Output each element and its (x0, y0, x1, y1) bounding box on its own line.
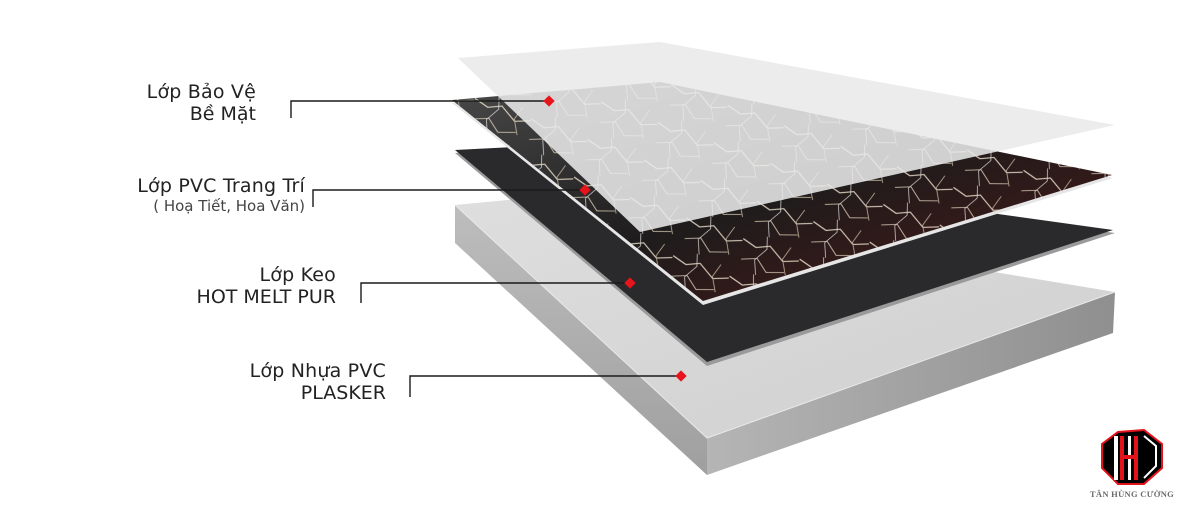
leader-line-glue (360, 282, 630, 303)
label-glue-line2: HOT MELT PUR (196, 285, 336, 308)
leader-line-protective (290, 100, 549, 118)
label-glue: Lớp Keo HOT MELT PUR (196, 264, 336, 309)
marker-glue (624, 277, 636, 289)
marker-base (675, 370, 687, 382)
protective-layer (458, 42, 1115, 232)
label-base: Lớp Nhựa PVC PLASKER (249, 360, 386, 405)
label-protective: Lớp Bảo Vệ Bề Mặt (146, 81, 256, 126)
leader-line-decor (312, 189, 585, 207)
label-decor-line2: ( Hoạ Tiết, Hoa Văn) (153, 196, 305, 215)
label-protective-line1: Lớp Bảo Vệ (146, 81, 256, 103)
label-base-line2: PLASKER (300, 381, 386, 404)
brand-logo: TÂN HÙNG CƯỜNG (1086, 426, 1178, 506)
leader-lines (290, 100, 681, 397)
label-base-line1: Lớp Nhựa PVC (249, 360, 386, 382)
leader-line-base (409, 375, 681, 397)
label-glue-line1: Lớp Keo (259, 264, 336, 286)
label-decor: Lớp PVC Trang Trí ( Hoạ Tiết, Hoa Văn) (137, 175, 305, 215)
marker-decor (579, 184, 591, 196)
label-decor-line1: Lớp PVC Trang Trí (137, 175, 305, 197)
label-protective-line2: Bề Mặt (189, 102, 256, 125)
hexagon-h-logo-icon (1101, 428, 1163, 485)
brand-name: TÂN HÙNG CƯỜNG (1089, 489, 1175, 499)
